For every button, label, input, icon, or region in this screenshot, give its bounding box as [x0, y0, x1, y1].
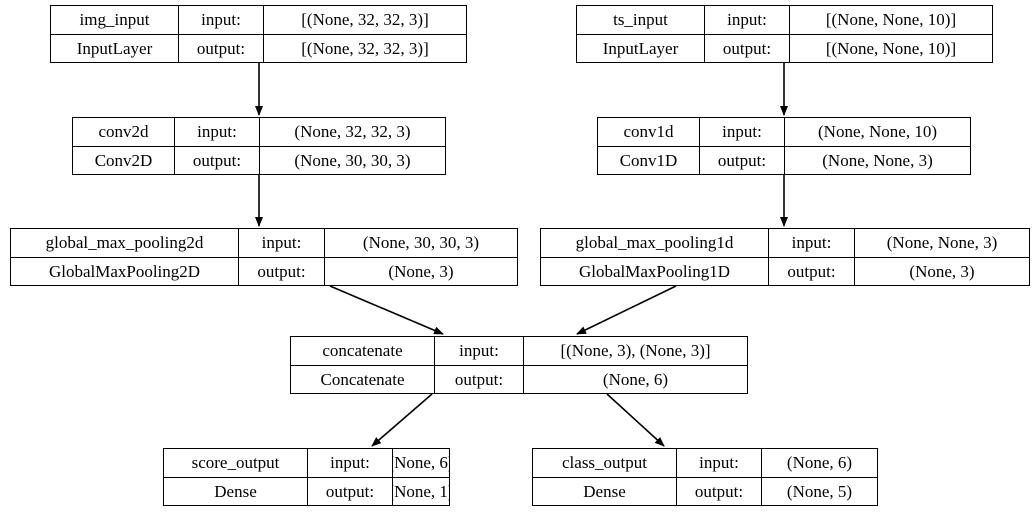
output-shape: (None, 3) [388, 261, 454, 281]
layer-name: conv2d [73, 118, 175, 146]
output-label: output: [677, 477, 762, 505]
output-label: output: [308, 477, 393, 505]
layer-name: global_max_pooling2d [11, 229, 239, 257]
input-shape: (None, 6) [786, 453, 853, 473]
output-label: output: [175, 146, 260, 174]
output-shape: [(None, None, 10)] [825, 38, 957, 58]
layer-class: Conv1D [598, 146, 700, 174]
output-shape: (None, 30, 30, 3) [294, 150, 411, 170]
input-label: input: [705, 6, 790, 34]
layer-class: InputLayer [51, 34, 179, 62]
edge-global_max_pooling2d-to-concatenate [329, 285, 444, 335]
input-shape: [(None, None, 10)] [825, 10, 957, 30]
output-label: output: [435, 365, 524, 393]
output-label: output: [769, 257, 855, 285]
layer-class: Concatenate [291, 365, 435, 393]
layer-class: Conv2D [73, 146, 175, 174]
input-shape: [(None, 32, 32, 3)] [301, 10, 429, 30]
output-label: output: [239, 257, 325, 285]
layer-name: class_output [533, 449, 677, 477]
layer-name: ts_input [577, 6, 705, 34]
input-label: input: [700, 118, 785, 146]
layer-name: conv1d [598, 118, 700, 146]
output-shape: (None, 3) [909, 261, 975, 281]
output-label: output: [705, 34, 790, 62]
input-shape: (None, 32, 32, 3) [294, 122, 411, 142]
edge-concatenate-to-score_output [371, 393, 433, 447]
edge-global_max_pooling1d-to-concatenate [576, 285, 677, 335]
input-label: input: [677, 449, 762, 477]
layer-name: global_max_pooling1d [541, 229, 769, 257]
output-shape: (None, None, 3) [822, 150, 933, 170]
input-shape: [(None, 3), (None, 3)] [560, 341, 711, 361]
input-label: input: [179, 6, 264, 34]
output-label: output: [700, 146, 785, 174]
layer-name: concatenate [291, 337, 435, 365]
input-label: input: [175, 118, 260, 146]
layer-class: GlobalMaxPooling2D [11, 257, 239, 285]
output-shape: [(None, 32, 32, 3)] [301, 38, 429, 58]
input-shape: (None, None, 3) [886, 233, 998, 253]
layer-class: Dense [533, 477, 677, 505]
output-shape: (None, 5) [786, 481, 853, 501]
layer-class: GlobalMaxPooling1D [541, 257, 769, 285]
layer-name: score_output [164, 449, 308, 477]
output-shape: (None, 1) [393, 481, 449, 501]
input-label: input: [435, 337, 524, 365]
input-label: input: [769, 229, 855, 257]
input-label: input: [239, 229, 325, 257]
output-label: output: [179, 34, 264, 62]
layer-class: Dense [164, 477, 308, 505]
input-shape: (None, 30, 30, 3) [362, 233, 480, 253]
layer-class: InputLayer [577, 34, 705, 62]
edge-concatenate-to-class_output [606, 393, 665, 447]
input-shape: (None, 6) [393, 453, 449, 473]
output-shape: (None, 6) [602, 369, 669, 389]
input-label: input: [308, 449, 393, 477]
input-shape: (None, None, 10) [818, 122, 937, 142]
layer-name: img_input [51, 6, 179, 34]
